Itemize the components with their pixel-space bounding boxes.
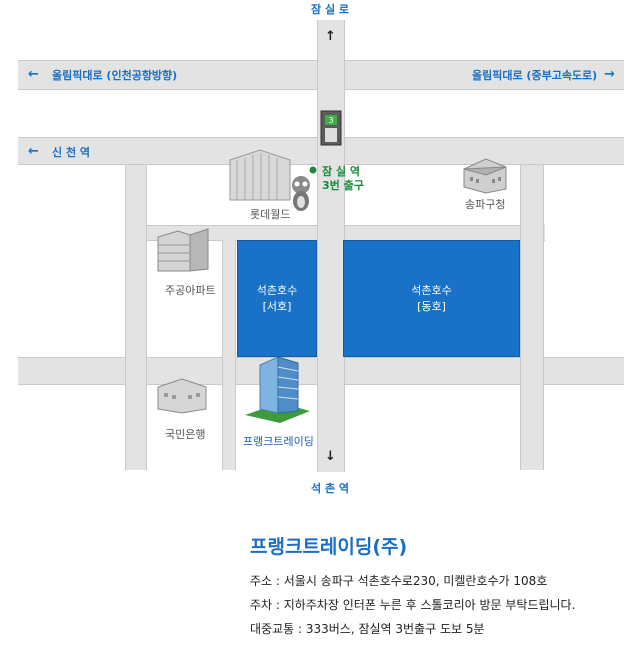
company-info: 프랭크트레이딩(주) 주소 : 서울시 송파구 석촌호수로230, 미켈란호수가… — [250, 535, 640, 645]
top-road-label: 잠 실 로 — [311, 3, 350, 16]
olympic-right-label: 올림픽대로 (중부고속도로) — [472, 69, 598, 82]
songpa-office-building-icon — [463, 158, 507, 194]
company-name: 프랭크트레이딩(주) — [250, 536, 408, 558]
location-map: 석촌호수 [서호] 석촌호수 [동호] 잠 실 로 석 촌 역 ← 올림픽대로 … — [18, 3, 624, 495]
transit-line: 대중교통 : 333버스, 잠실역 3번출구 도보 5분 — [250, 622, 485, 636]
lake-west-sub: [서호] — [262, 299, 292, 313]
frank-trading-building-icon — [245, 356, 310, 423]
arrow-left-icon-2: ← — [28, 144, 39, 159]
station-label: 잠 실 역 — [322, 165, 361, 178]
sinchon-label: 신 천 역 — [52, 146, 91, 159]
songpa-office-label: 송파구청 — [465, 198, 506, 211]
jugong-apt-label: 주공아파트 — [165, 284, 216, 297]
lake-west: 석촌호수 [서호] — [237, 240, 317, 357]
arrow-right-icon: → — [604, 67, 615, 82]
lotte-world-building-icon — [229, 149, 291, 201]
lake-east-sub: [동호] — [417, 299, 446, 313]
kookmin-bank-label: 국민은행 — [165, 428, 206, 441]
right-road — [520, 165, 544, 470]
apartment-building-icon — [157, 228, 209, 272]
station-dot-icon — [309, 166, 317, 174]
subway-exit-icon: 3 — [320, 110, 342, 146]
lake-west-name: 석촌호수 — [256, 283, 298, 297]
bank-building-icon — [157, 378, 207, 414]
frank-trading-label: 프랭크트레이딩 — [243, 435, 314, 448]
parking-line: 주차 : 지하주차장 인터폰 누른 후 스톨코리아 방문 부탁드립니다. — [250, 598, 576, 612]
left-road — [125, 165, 147, 470]
mascot-icon — [292, 176, 310, 211]
lake-east-name: 석촌호수 — [411, 283, 452, 297]
bottom-road-label: 석 촌 역 — [311, 482, 350, 495]
lotte-world-label: 롯데월드 — [250, 208, 291, 221]
lake-east: 석촌호수 [동호] — [343, 240, 520, 357]
arrow-up-icon: ↑ — [325, 29, 336, 44]
address-line: 주소 : 서울시 송파구 석촌호수로230, 미켈란호수가 108호 — [250, 574, 548, 588]
olympic-left-label: 올림픽대로 (인천공항방향) — [52, 69, 178, 82]
jamsil-road — [317, 20, 345, 472]
arrow-left-icon: ← — [28, 67, 39, 82]
mid-left-road — [222, 240, 236, 470]
svg-text:3: 3 — [328, 116, 333, 125]
arrow-down-icon: ↓ — [325, 449, 336, 464]
station-exit-label: 3번 출구 — [322, 179, 364, 192]
